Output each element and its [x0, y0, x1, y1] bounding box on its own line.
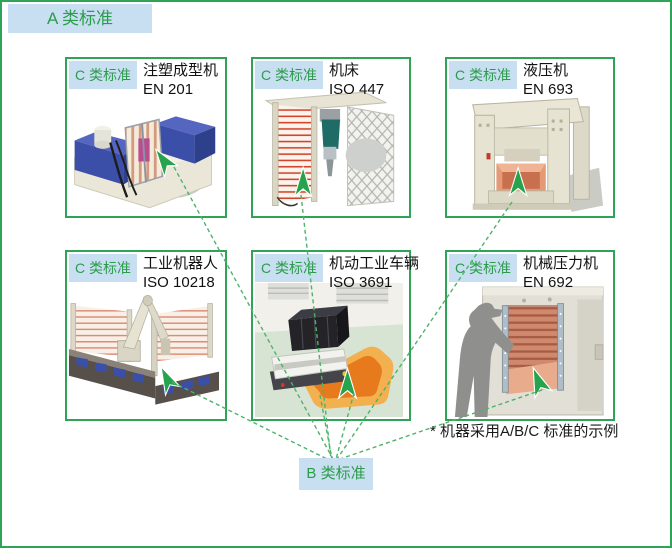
machine-name: 机动工业车辆 — [329, 255, 420, 272]
hydraulic-press-illustration — [472, 97, 604, 212]
machine-name: 液压机 — [523, 62, 569, 79]
mechanical-press-illustration — [454, 286, 604, 417]
agv-illustration — [255, 283, 403, 417]
abc-note: * 机器采用A/B/C 标准的示例 — [430, 423, 619, 440]
machine-title: 注塑成型机 EN 201 — [143, 61, 218, 99]
machine-card-injection-molding: C 类标准 注塑成型机 EN 201 — [65, 57, 227, 218]
c-standard-badge: C 类标准 — [69, 61, 137, 89]
c-standard-badge: C 类标准 — [449, 61, 517, 89]
machine-standard: ISO 3691 — [329, 274, 393, 291]
machine-title: 机动工业车辆 ISO 3691 — [329, 254, 419, 292]
card-header: C 类标准 机动工业车辆 ISO 3691 — [255, 254, 419, 292]
card-header: C 类标准 液压机 EN 693 — [449, 61, 613, 99]
machine-card-industrial-robot: C 类标准 工业机器人 ISO 10218 — [65, 250, 227, 421]
industrial-robot-illustration — [69, 294, 219, 405]
c-standard-badge: C 类标准 — [255, 254, 323, 282]
card-header: C 类标准 机械压力机 EN 692 — [449, 254, 613, 292]
machine-name: 注塑成型机 — [143, 62, 219, 79]
machine-title: 液压机 EN 693 — [523, 61, 573, 99]
machine-name: 工业机器人 — [143, 255, 219, 272]
card-header: C 类标准 工业机器人 ISO 10218 — [69, 254, 225, 292]
machine-title: 工业机器人 ISO 10218 — [143, 254, 218, 292]
machine-standard: EN 693 — [523, 81, 574, 98]
machine-tool-illustration — [264, 91, 395, 207]
machine-card-machine-tool: C 类标准 机床 ISO 447 — [251, 57, 411, 218]
machine-card-mechanical-press: C 类标准 机械压力机 EN 692 — [445, 250, 615, 421]
c-standard-badge: C 类标准 — [449, 254, 517, 282]
c-standard-badge: C 类标准 — [69, 254, 137, 282]
machine-title: 机床 ISO 447 — [329, 61, 384, 99]
machine-title: 机械压力机 EN 692 — [523, 254, 598, 292]
machine-card-hydraulic-press: C 类标准 液压机 EN 693 — [445, 57, 615, 218]
machine-name: 机床 — [329, 62, 360, 79]
card-header: C 类标准 机床 ISO 447 — [255, 61, 409, 99]
a-standard-label: A 类标准 — [8, 4, 152, 33]
machine-standard: EN 692 — [523, 274, 574, 291]
c-standard-badge: C 类标准 — [255, 61, 323, 89]
injection-molding-illustration — [74, 116, 216, 209]
machine-standard: EN 201 — [143, 81, 194, 98]
machine-standard: ISO 10218 — [143, 274, 215, 291]
b-standard-label: B 类标准 — [299, 458, 373, 490]
card-header: C 类标准 注塑成型机 EN 201 — [69, 61, 225, 99]
machine-standard: ISO 447 — [329, 81, 385, 98]
machine-card-industrial-vehicle: C 类标准 机动工业车辆 ISO 3691 — [251, 250, 419, 421]
machine-name: 机械压力机 — [523, 255, 599, 272]
